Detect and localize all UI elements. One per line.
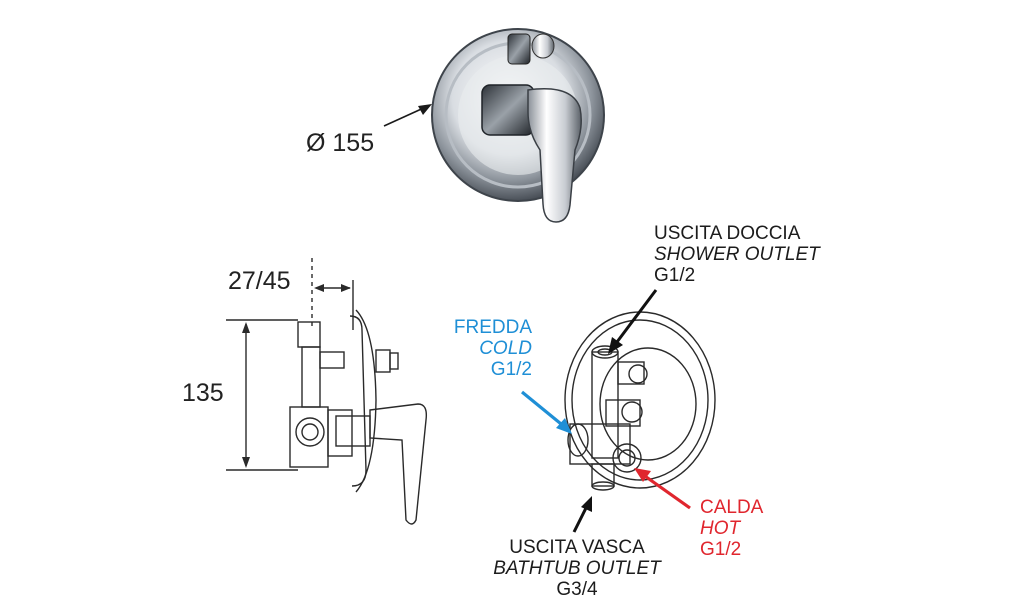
shower-outlet-label: USCITA DOCCIA SHOWER OUTLET G1/2 [654, 223, 820, 287]
hot-label: CALDA HOT G1/2 [700, 497, 764, 561]
bathtub-arrow [572, 496, 592, 533]
cold-en: COLD [479, 337, 532, 359]
depth-label: 27/45 [228, 267, 291, 295]
bathtub-outlet-thread: G3/4 [556, 578, 598, 600]
shower-outlet-thread: G1/2 [654, 264, 696, 286]
bathtub-outlet-en: BATHTUB OUTLET [493, 557, 661, 579]
cold-it: FREDDA [453, 317, 532, 338]
cold-label: FREDDA COLD G1/2 [436, 317, 532, 381]
diameter-label: Ø 155 [306, 129, 375, 157]
hot-en: HOT [700, 517, 741, 539]
cold-arrow [520, 390, 572, 434]
mixer-photo [431, 28, 605, 223]
height-label: 135 [182, 379, 224, 407]
hot-arrow [634, 468, 691, 510]
hot-it: CALDA [700, 497, 764, 518]
shower-outlet-it: USCITA DOCCIA [654, 223, 801, 244]
diameter-arrow [383, 104, 432, 127]
hot-thread: G1/2 [700, 538, 742, 560]
body-drawing [564, 311, 716, 491]
bathtub-outlet-label: USCITA VASCA BATHTUB OUTLET G3/4 [462, 537, 692, 601]
bathtub-outlet-it: USCITA VASCA [509, 537, 645, 558]
shower-outlet-en: SHOWER OUTLET [654, 243, 820, 265]
side-view-drawing [226, 258, 428, 525]
cold-thread: G1/2 [490, 358, 532, 380]
shower-arrow [608, 289, 658, 354]
